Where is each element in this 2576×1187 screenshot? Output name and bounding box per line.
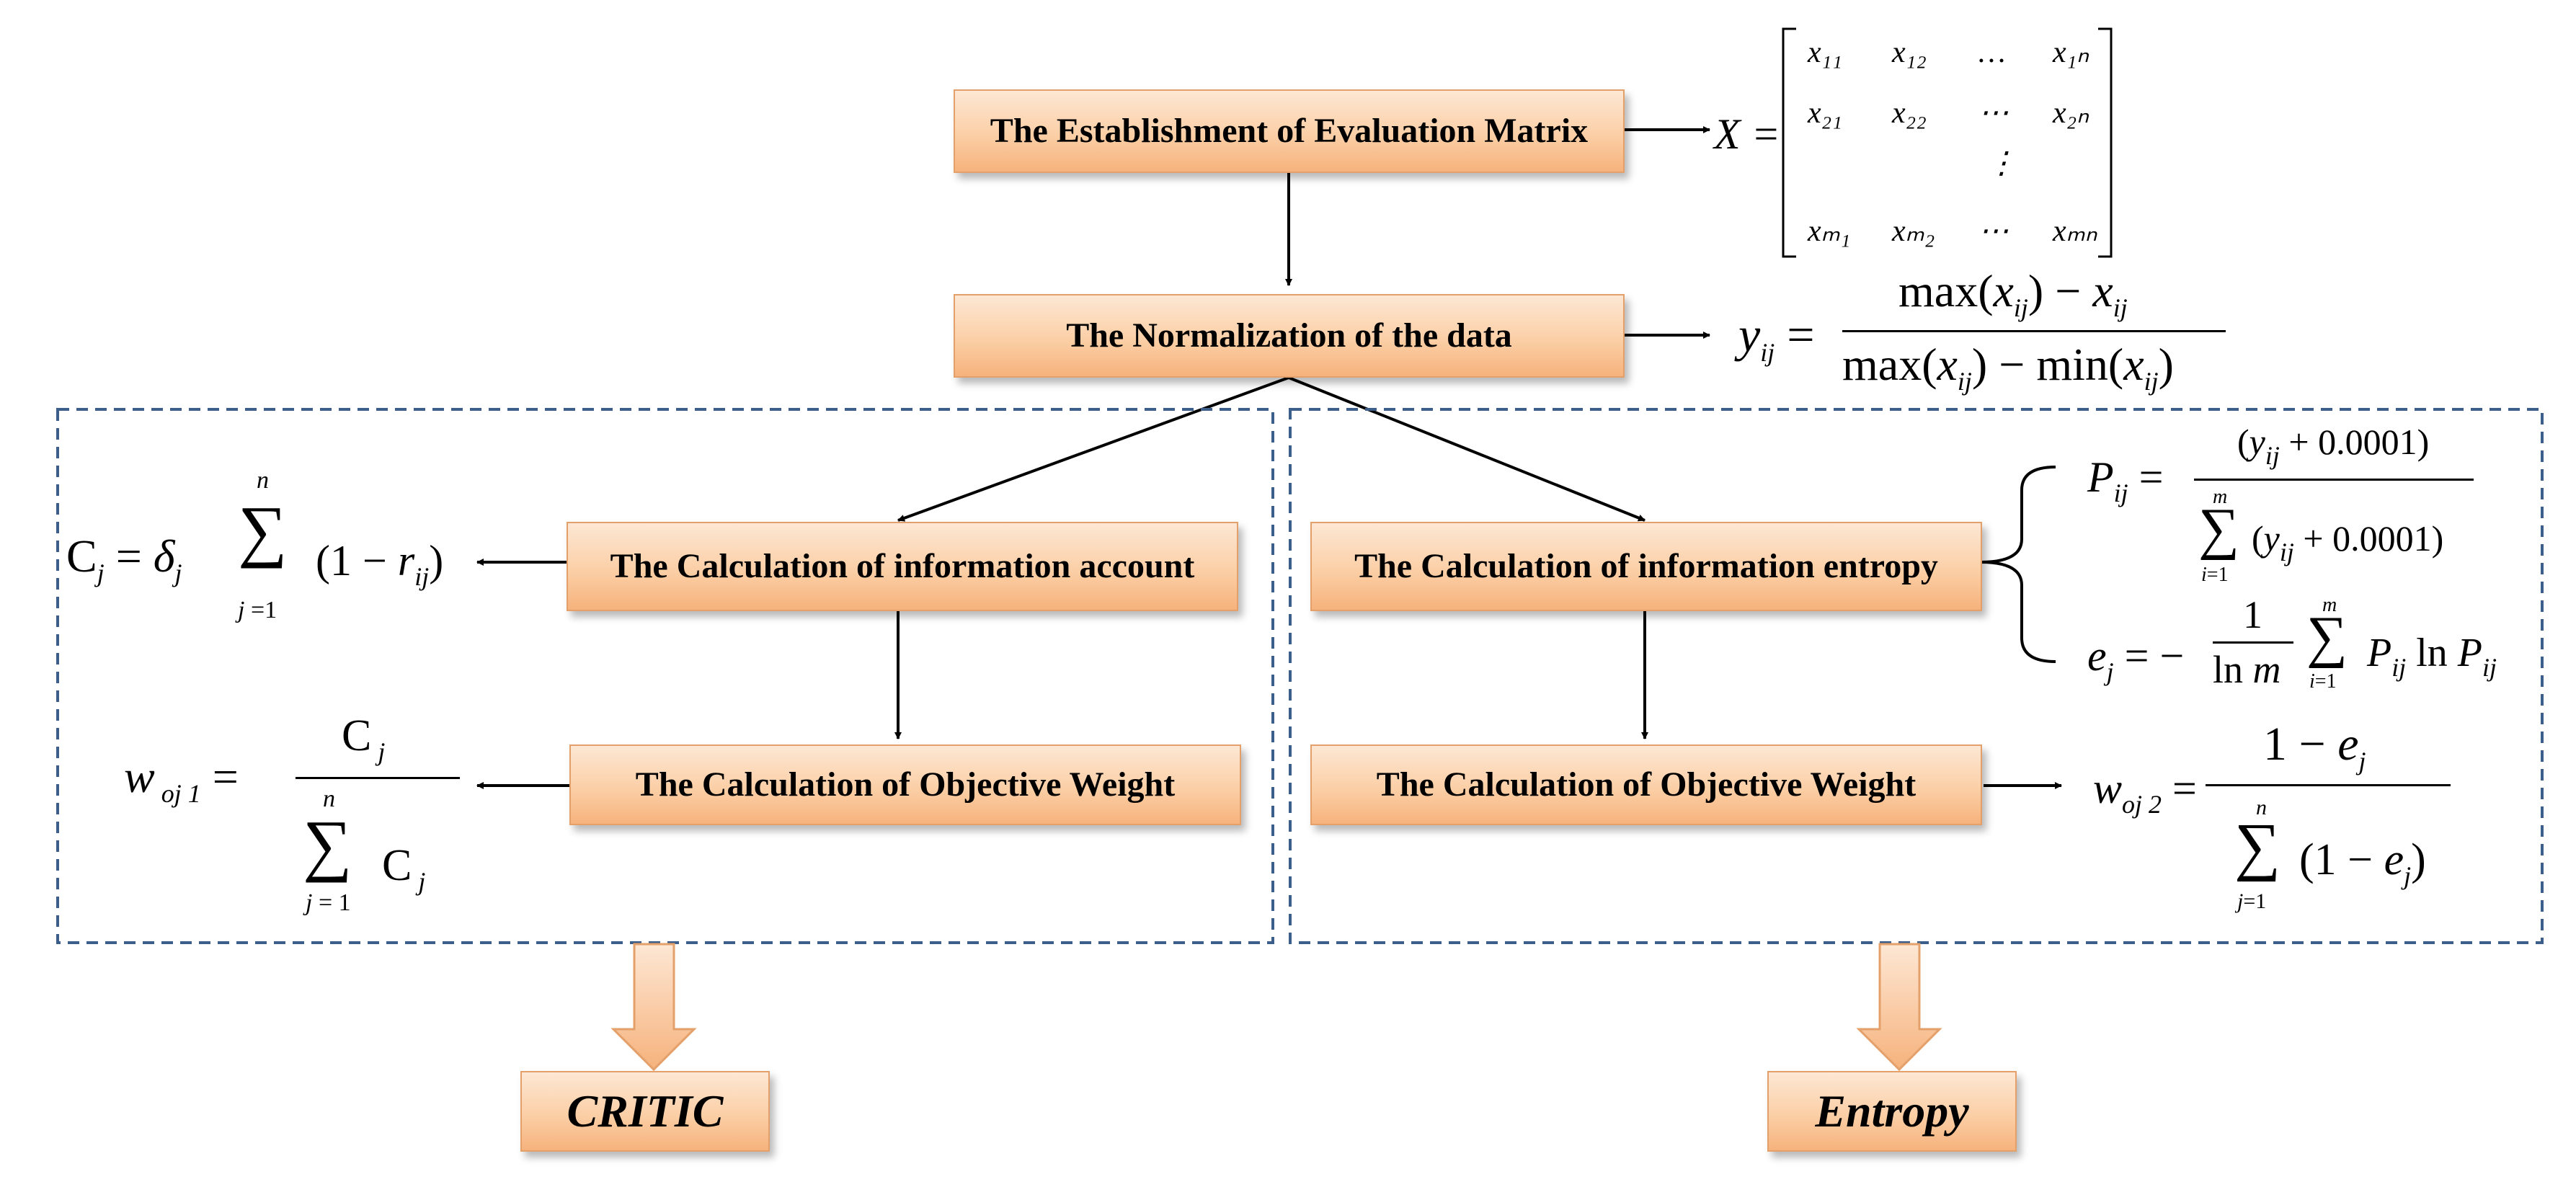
entropy-dashed-region	[1289, 408, 2544, 944]
normalization-numerator: max(xij) − xij	[1898, 265, 2128, 322]
matrix-cell: ⋮	[1986, 147, 2017, 180]
sum-lower-limit: j = 1	[306, 889, 351, 916]
objective-weight-right-box: The Calculation of Objective Weight	[1310, 744, 1982, 825]
normalization-label: The Normalization of the data	[1066, 316, 1512, 355]
entropy-result-label: Entropy	[1815, 1085, 1969, 1137]
sum-upper-limit: n	[257, 467, 269, 494]
entropy-down-arrow	[1856, 943, 1942, 1072]
critic-result-label: CRITIC	[567, 1085, 724, 1137]
summation-symbol: ∑	[2234, 811, 2281, 882]
matrix-cell: x₁₁	[1808, 36, 1842, 69]
arrow-normalization-to-entropy	[1288, 376, 1645, 522]
critic-result-box: CRITIC	[520, 1071, 770, 1152]
matrix-cell: x₁ₙ	[2053, 36, 2089, 69]
critic-info-term: (1 − rij)	[316, 537, 444, 591]
entropy-weight-numerator: 1 − ej	[2263, 718, 2366, 775]
entropy-p-lhs: Pij =	[2087, 453, 2164, 507]
sum-lower-limit: j=1	[2237, 889, 2267, 913]
matrix-cell: x₂₁	[1808, 97, 1842, 130]
matrix-cell: x₂ₙ	[2053, 97, 2089, 130]
sum-lower-limit: j =1	[238, 597, 277, 623]
entropy-p-denominator-term: (yij + 0.0001)	[2252, 518, 2444, 566]
fraction-bar	[296, 777, 460, 779]
fraction-bar	[1842, 330, 2226, 332]
entropy-weight-lhs: woj 2 =	[2093, 765, 2197, 819]
matrix-cell: xₘ₂	[1892, 215, 1935, 248]
brace	[1980, 466, 2056, 663]
entropy-result-box: Entropy	[1767, 1071, 2017, 1152]
normalization-box: The Normalization of the data	[954, 294, 1625, 378]
summation-symbol: ∑	[2306, 605, 2348, 669]
entropy-e-numerator: 1	[2243, 593, 2262, 636]
matrix-cell: ⋯	[1978, 215, 2009, 248]
objective-weight-left-label: The Calculation of Objective Weight	[635, 765, 1176, 804]
summation-symbol: ∑	[2198, 497, 2240, 561]
fraction-bar	[2213, 641, 2293, 644]
matrix-cell: xₘₙ	[2053, 215, 2097, 248]
entropy-weight-denominator-term: (1 − ej)	[2299, 835, 2426, 890]
information-entropy-box: The Calculation of information entropy	[1310, 522, 1982, 611]
fraction-bar	[2194, 479, 2474, 481]
critic-info-lhs: Cj = δj	[66, 530, 182, 587]
summation-symbol: ∑	[303, 806, 352, 883]
fraction-bar	[2206, 784, 2451, 786]
matrix-symbol: X =	[1714, 110, 1781, 158]
matrix-cell: xₘ₁	[1808, 215, 1851, 248]
entropy-p-numerator: (yij + 0.0001)	[2237, 422, 2430, 470]
matrix-right-bracket	[2098, 27, 2113, 258]
normalization-lhs: yij =	[1738, 307, 1815, 367]
entropy-e-lhs: ej = −	[2087, 632, 2185, 686]
normalization-denominator: max(xij) − min(xij)	[1842, 339, 2174, 396]
arrow-normalization-to-critic	[897, 376, 1289, 522]
evaluation-matrix-box: The Establishment of Evaluation Matrix	[954, 89, 1625, 173]
critic-weight-numerator: C j	[342, 711, 386, 766]
entropy-e-term: Pij ln Pij	[2367, 631, 2497, 682]
critic-down-arrow	[610, 943, 697, 1072]
sum-lower-limit: i=1	[2201, 564, 2229, 586]
summation-symbol: ∑	[238, 492, 288, 569]
information-account-box: The Calculation of information account	[567, 522, 1238, 611]
matrix-cell: x₁₂	[1892, 36, 1927, 69]
matrix-cell: x₂₂	[1892, 97, 1927, 130]
evaluation-matrix-label: The Establishment of Evaluation Matrix	[990, 112, 1589, 150]
objective-weight-right-label: The Calculation of Objective Weight	[1376, 765, 1917, 804]
information-account-label: The Calculation of information account	[610, 547, 1195, 585]
entropy-e-denominator: ln m	[2213, 648, 2281, 691]
sum-upper-limit: n	[2256, 796, 2267, 819]
information-entropy-label: The Calculation of information entropy	[1354, 547, 1938, 585]
matrix-cell: …	[1978, 36, 2006, 69]
critic-dashed-region	[56, 408, 1274, 944]
sum-upper-limit: n	[323, 786, 335, 812]
sum-upper-limit: m	[2322, 594, 2337, 616]
critic-weight-denominator-term: C j	[382, 841, 426, 896]
sum-lower-limit: i=1	[2309, 670, 2337, 693]
critic-weight-lhs: w oj 1 =	[124, 751, 239, 808]
sum-upper-limit: m	[2213, 486, 2228, 508]
matrix-left-bracket	[1782, 27, 1796, 258]
matrix-cell: ⋯	[1978, 97, 2009, 130]
objective-weight-left-box: The Calculation of Objective Weight	[569, 744, 1241, 825]
